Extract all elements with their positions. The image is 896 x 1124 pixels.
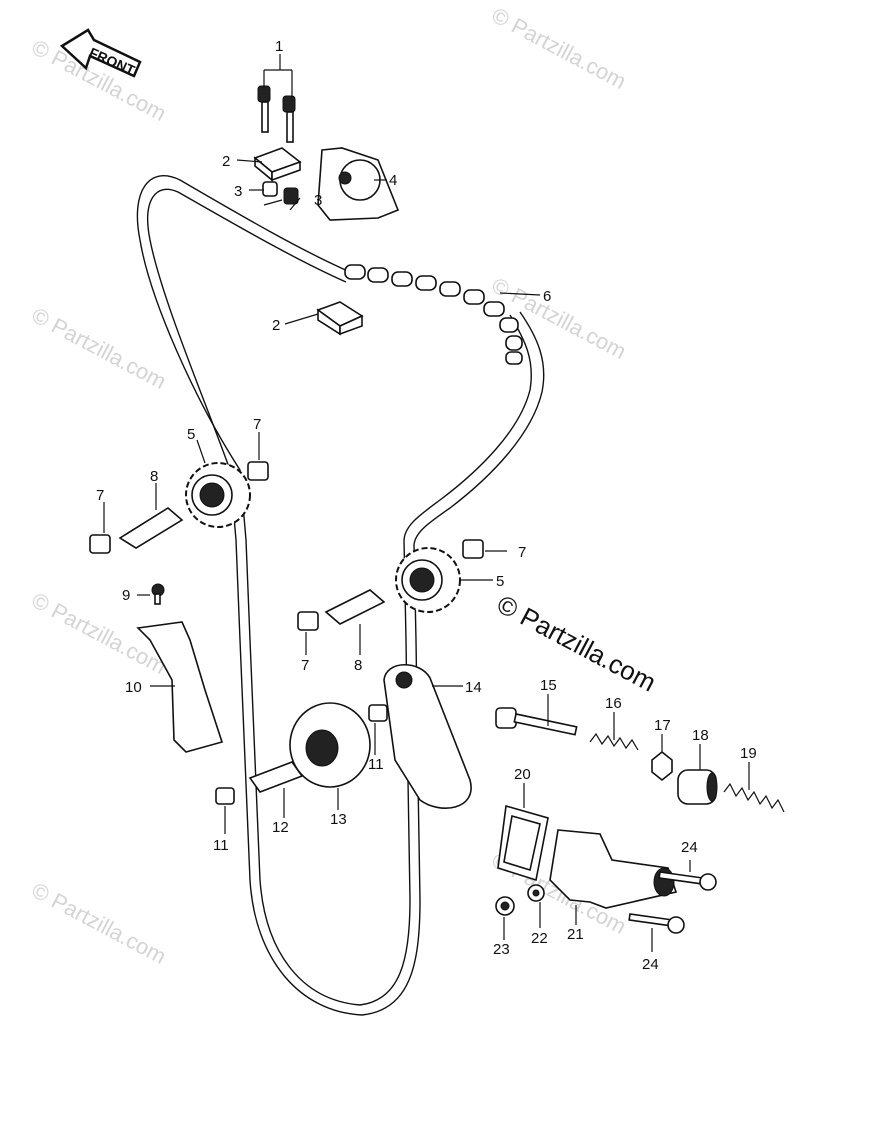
bolt-pair (257, 85, 296, 143)
callout-8: 8 (354, 657, 362, 674)
tensioner-spring-16 (589, 732, 639, 751)
guide-plate-top (253, 147, 302, 182)
callout-3: 3 (314, 192, 322, 209)
leader-lines (103, 54, 750, 952)
collars (262, 181, 299, 205)
callout-5: 5 (496, 573, 504, 590)
callout-16: 16 (605, 695, 622, 712)
callout-11: 11 (368, 756, 384, 773)
callout-7: 7 (518, 544, 526, 561)
callout-9: 9 (122, 587, 130, 604)
watermark-text: © Partzilla.com (28, 302, 171, 394)
housing-bolts-24 (628, 871, 717, 934)
left-sprocket (185, 462, 251, 528)
top-sprocket-holder (317, 147, 400, 221)
washer (527, 884, 545, 902)
spring-collar (677, 769, 718, 805)
callout-14: 14 (465, 679, 482, 696)
housing-bolt-23 (495, 896, 515, 916)
callout-11: 11 (213, 837, 229, 854)
screw (151, 583, 165, 605)
callout-7: 7 (301, 657, 309, 674)
callout-8: 8 (150, 468, 158, 485)
callout-2: 2 (222, 153, 230, 170)
callout-24: 24 (681, 839, 698, 856)
callout-23: 23 (493, 941, 510, 958)
push-rod (495, 707, 578, 736)
watermark-text: © Partzilla.com (488, 2, 631, 94)
cam-chain (136, 174, 545, 1016)
callout-1: 1 (275, 38, 283, 55)
callout-19: 19 (740, 745, 757, 762)
callout-12: 12 (272, 819, 289, 836)
callout-7: 7 (96, 487, 104, 504)
watermark-text: © Partzilla.com (28, 877, 171, 969)
callout-7: 7 (253, 416, 261, 433)
callout-20: 20 (514, 766, 531, 783)
gasket (497, 804, 549, 882)
chain-links (344, 264, 523, 365)
callout-13: 13 (330, 811, 347, 828)
watermark-main: © Partzilla.com (492, 589, 661, 698)
callout-numbers: 1 2 3 3 4 6 2 5 7 8 7 9 7 5 7 8 10 14 15… (96, 38, 757, 973)
callout-17: 17 (654, 717, 671, 734)
callout-2: 2 (272, 317, 280, 334)
callout-3: 3 (234, 183, 242, 200)
callout-4: 4 (389, 172, 397, 189)
chain-guides (118, 507, 386, 793)
callout-10: 10 (125, 679, 142, 696)
tensioner-spring-19 (723, 782, 785, 813)
idler-roller (289, 702, 371, 788)
rubber-dampers (89, 461, 484, 805)
callout-18: 18 (692, 727, 709, 744)
callout-22: 22 (531, 930, 548, 947)
callout-15: 15 (540, 677, 557, 694)
callout-21: 21 (567, 926, 584, 943)
tensioner-arm (383, 664, 472, 809)
right-sprocket (395, 547, 461, 613)
nut (651, 750, 673, 782)
callout-5: 5 (187, 426, 195, 443)
callout-24: 24 (642, 956, 659, 973)
guide-plate-lower (316, 301, 364, 336)
guide-bracket (136, 621, 224, 753)
callout-6: 6 (543, 288, 551, 305)
tensioner-housing (549, 829, 678, 909)
